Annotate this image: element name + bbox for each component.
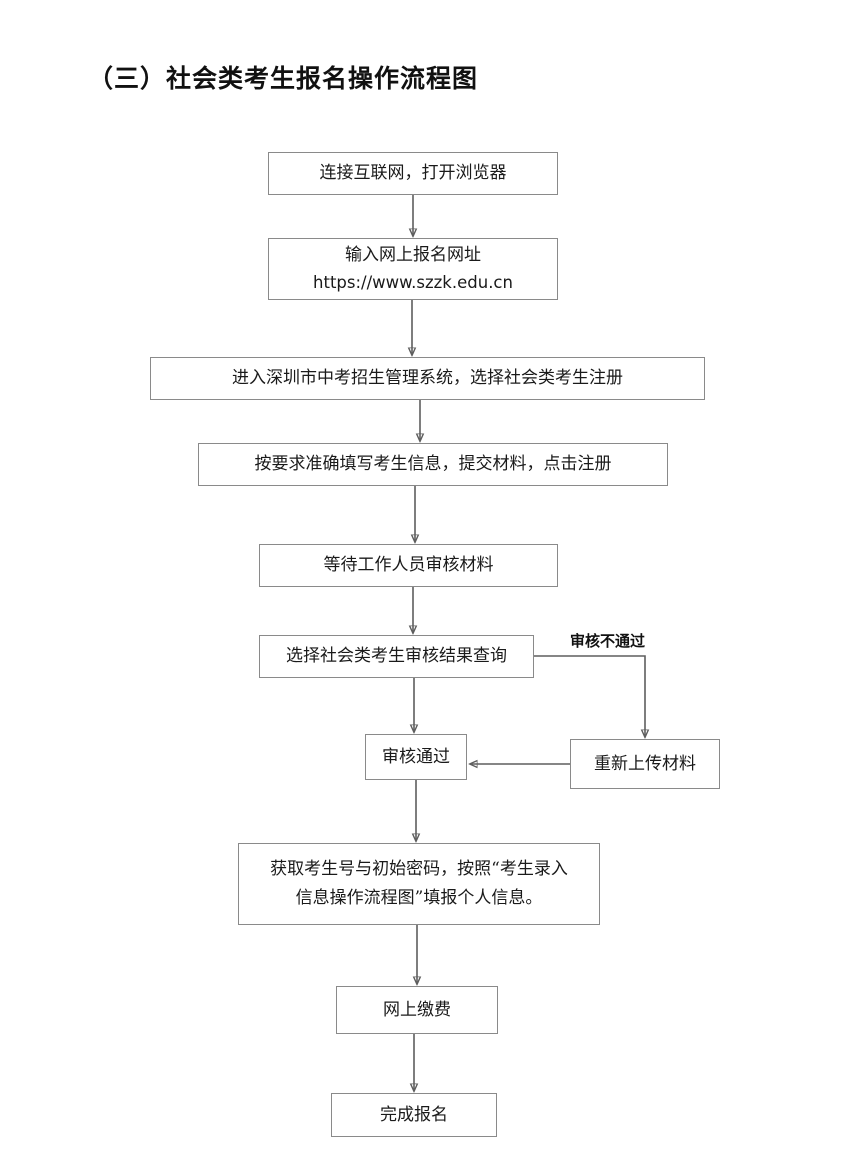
flow-node-enter-url[interactable]: 输入网上报名网址 https://www.szzk.edu.cn: [268, 238, 558, 300]
flow-node-check-review-result[interactable]: 选择社会类考生审核结果查询: [259, 635, 534, 678]
edge-label-review-failed: 审核不通过: [570, 632, 646, 650]
flow-node-label-line2: 信息操作流程图”填报个人信息。: [295, 888, 543, 908]
flow-node-connect-internet[interactable]: 连接互联网，打开浏览器: [268, 152, 558, 195]
flow-node-label: 获取考生号与初始密码，按照“考生录入: [270, 859, 568, 880]
flow-node-online-payment[interactable]: 网上缴费: [336, 986, 498, 1034]
flow-node-label: 选择社会类考生审核结果查询: [286, 646, 507, 667]
page-title: （三）社会类考生报名操作流程图: [88, 64, 479, 93]
flow-node-label: 完成报名: [380, 1104, 448, 1125]
flow-node-get-credentials[interactable]: 获取考生号与初始密码，按照“考生录入 信息操作流程图”填报个人信息。: [238, 843, 600, 925]
flow-node-label: 进入深圳市中考招生管理系统，选择社会类考生注册: [232, 368, 623, 389]
flow-node-reupload-materials[interactable]: 重新上传材料: [570, 739, 720, 789]
flow-node-label: 审核通过: [382, 746, 450, 767]
flow-node-url: https://www.szzk.edu.cn: [313, 273, 513, 293]
flow-node-label: 重新上传材料: [594, 753, 696, 774]
flow-node-label: 连接互联网，打开浏览器: [319, 163, 507, 184]
flow-node-wait-review[interactable]: 等待工作人员审核材料: [259, 544, 558, 587]
flow-node-registration-complete[interactable]: 完成报名: [331, 1093, 497, 1137]
edge-n6-n8: [534, 655, 645, 737]
flow-node-label: 输入网上报名网址: [345, 244, 481, 265]
flow-node-review-passed[interactable]: 审核通过: [365, 734, 467, 780]
flow-node-label: 等待工作人员审核材料: [323, 555, 494, 576]
flow-node-label: 网上缴费: [383, 999, 451, 1020]
flow-node-fill-info-submit[interactable]: 按要求准确填写考生信息，提交材料，点击注册: [198, 443, 668, 486]
flow-node-enter-system-register[interactable]: 进入深圳市中考招生管理系统，选择社会类考生注册: [150, 357, 705, 400]
flow-node-label: 按要求准确填写考生信息，提交材料，点击注册: [254, 454, 612, 475]
